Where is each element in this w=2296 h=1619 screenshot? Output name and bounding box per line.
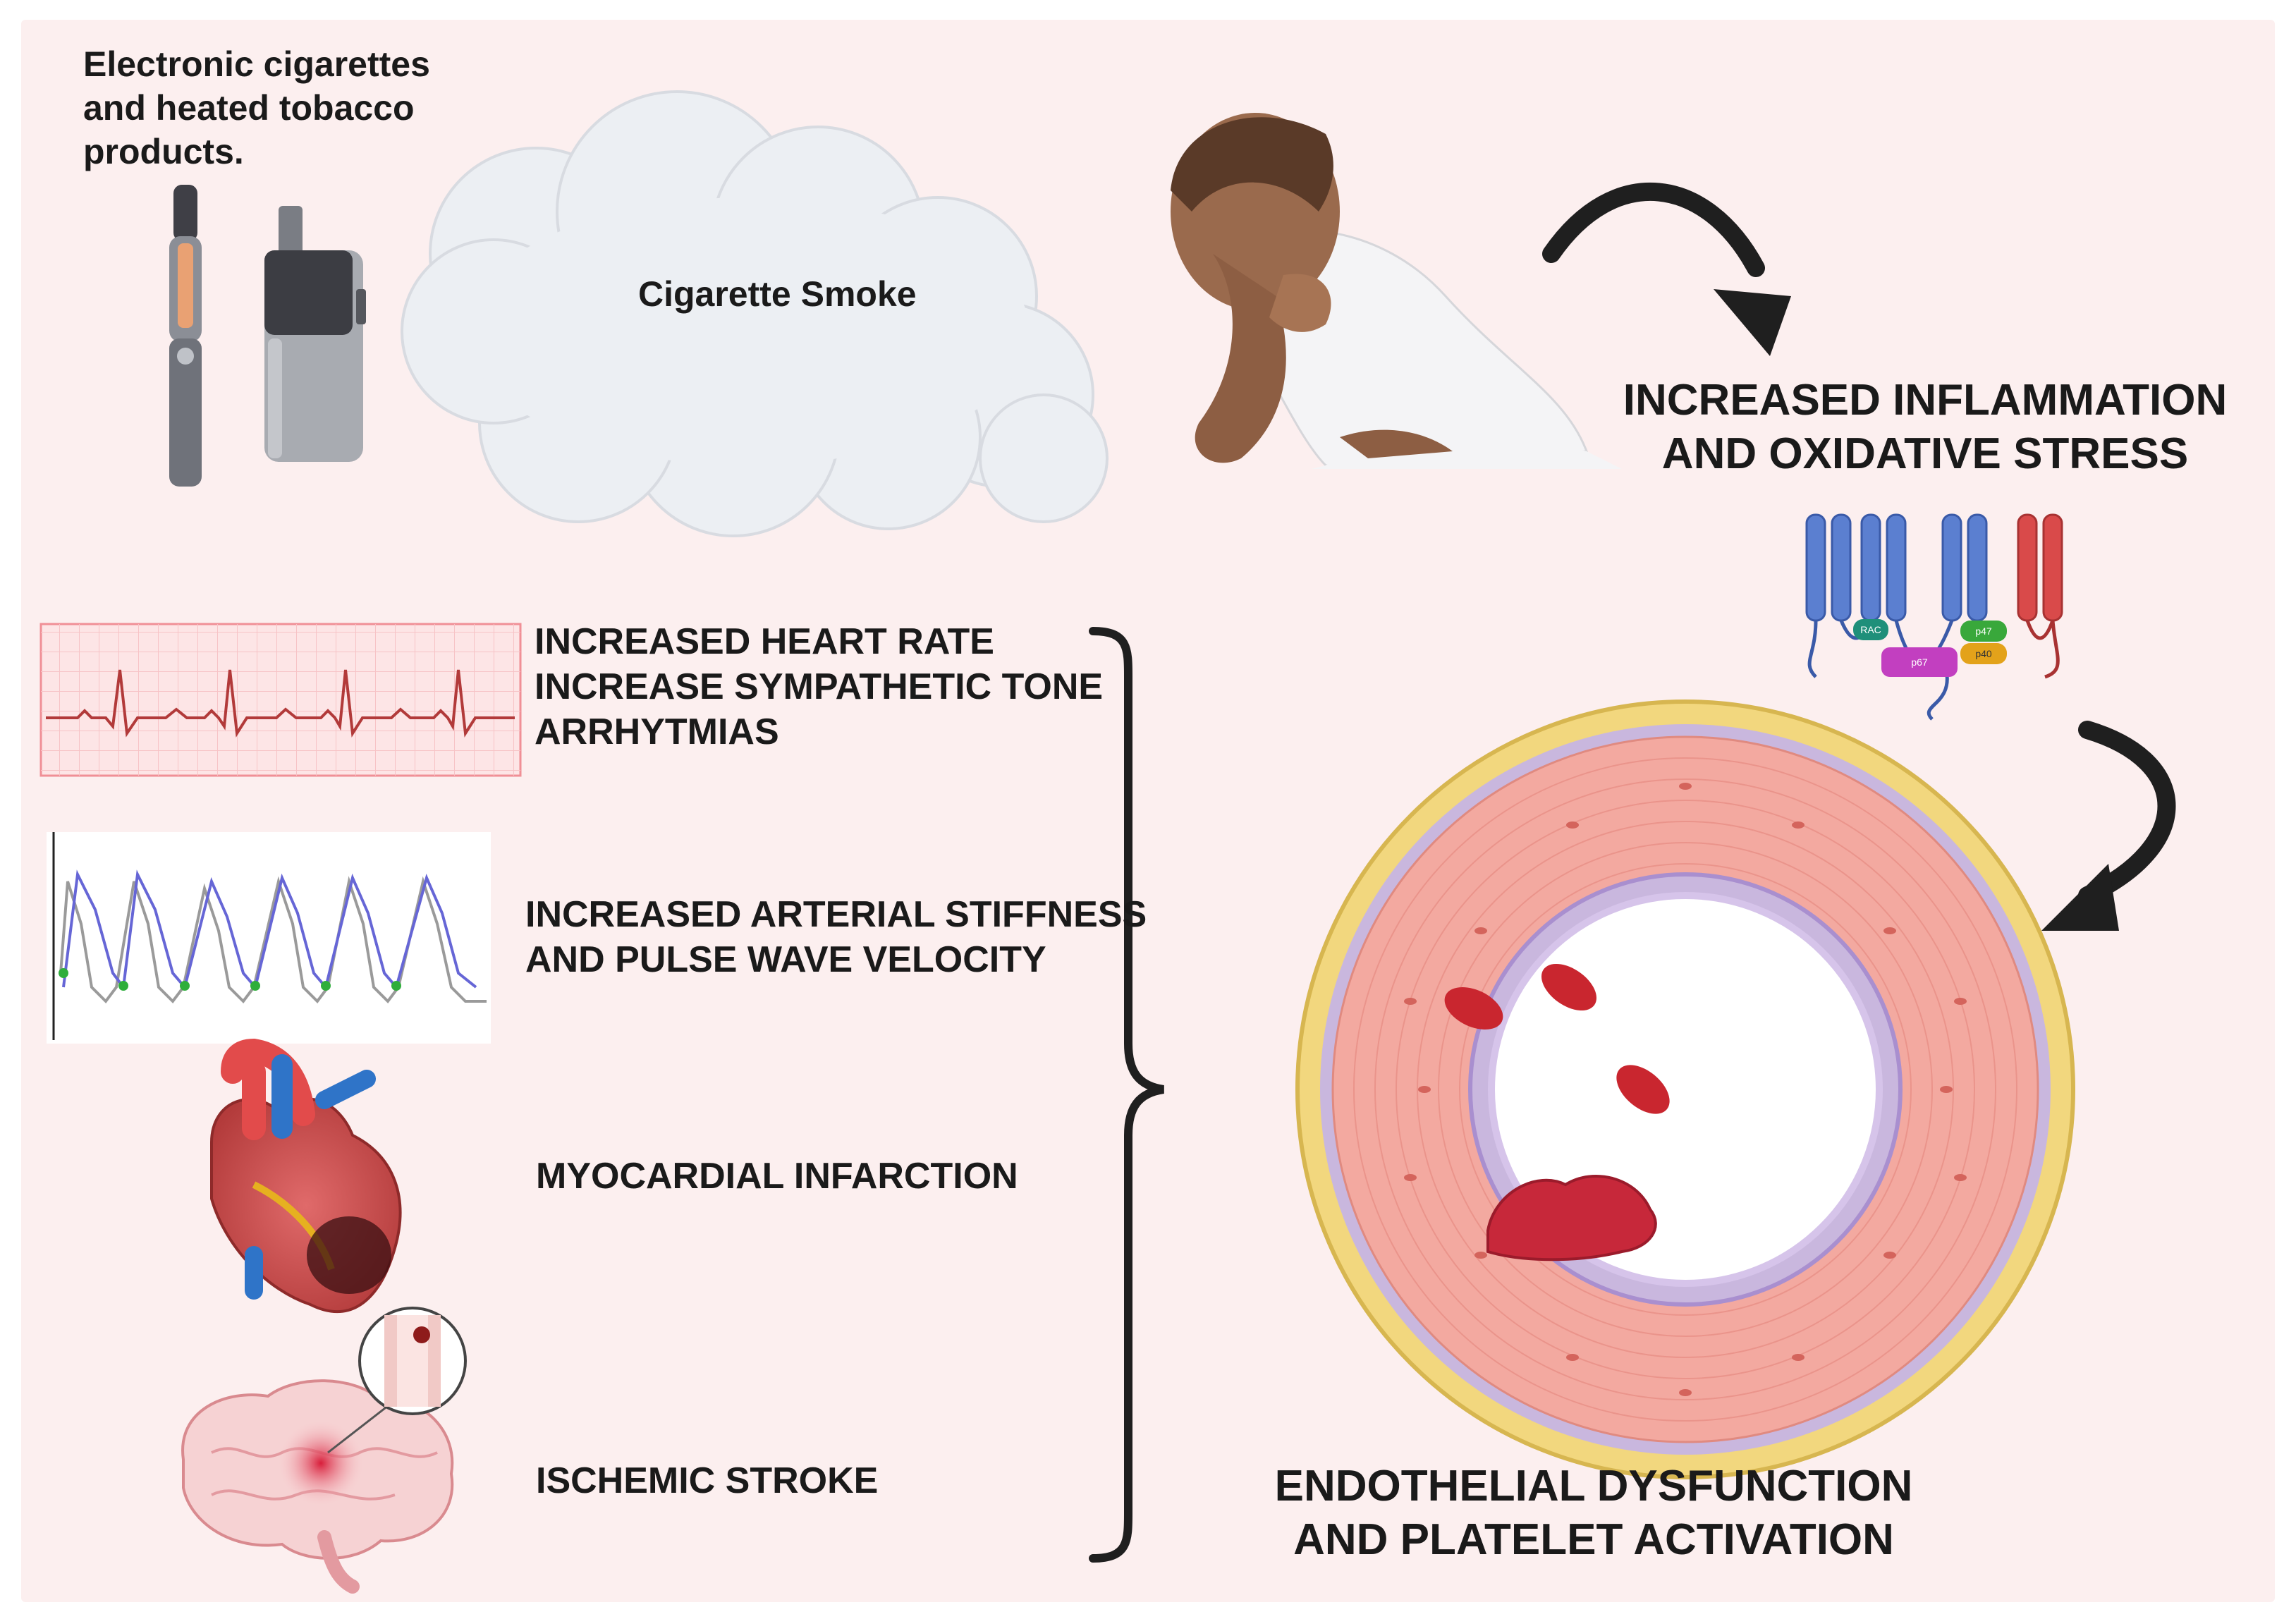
heart-icon: [210, 1038, 402, 1313]
effect-text-line: ARRHYTMIAS: [535, 711, 779, 752]
devices-caption-line: and heated tobacco: [83, 88, 415, 128]
inflammation-label-line: INCREASED INFLAMMATION: [1623, 376, 2228, 424]
curved-arrow-icon: [1542, 183, 1791, 356]
devices-caption: Electronic cigarettes and heated tobacco…: [83, 42, 430, 173]
pulse-wave-icon: [47, 832, 491, 1044]
effect-text-line: INCREASE SYMPATHETIC TONE: [535, 666, 1104, 707]
nadph-oxidase-receptor-icon: RAC p67 p47 p40: [1805, 513, 2063, 721]
effect-text-line: MYOCARDIAL INFARCTION: [536, 1156, 1018, 1197]
ecg-icon: [39, 623, 522, 777]
p67-label: p67: [1911, 656, 1928, 668]
brain-icon: [181, 1307, 467, 1594]
effect-text-line: INCREASED HEART RATE: [535, 621, 994, 662]
curly-bracket: [1089, 627, 1165, 1563]
coughing-person-icon: [1171, 113, 1622, 469]
outcome-label: ENDOTHELIAL DYSFUNCTION AND PLATELET ACT…: [1241, 1460, 1946, 1567]
effect-text-line: AND PULSE WAVE VELOCITY: [525, 939, 1046, 980]
effect-arterial-stiffness-text: INCREASED ARTERIAL STIFFNESS AND PULSE W…: [525, 892, 1147, 982]
effect-heart-rate-text: INCREASED HEART RATE INCREASE SYMPATHETI…: [535, 619, 1103, 754]
e-cigarette-pen-icon: [169, 185, 202, 487]
effect-text-line: ISCHEMIC STROKE: [536, 1460, 879, 1501]
effect-myocardial-infarction-text: MYOCARDIAL INFARCTION: [536, 1154, 1018, 1199]
effect-text-line: INCREASED ARTERIAL STIFFNESS: [525, 894, 1147, 935]
p47-label: p47: [1975, 625, 1992, 637]
p40-label: p40: [1975, 648, 1992, 659]
artery-cross-section-icon: [1295, 699, 2075, 1479]
devices-caption-line: Electronic cigarettes: [83, 44, 430, 84]
inflammation-label-line: AND OXIDATIVE STRESS: [1661, 429, 2189, 478]
smoke-label: Cigarette Smoke: [638, 274, 917, 314]
outcome-label-line: AND PLATELET ACTIVATION: [1293, 1515, 1894, 1564]
heated-tobacco-device-icon: [264, 206, 366, 462]
rac-label: RAC: [1860, 624, 1881, 635]
devices-caption-line: products.: [83, 132, 244, 171]
effect-ischemic-stroke-text: ISCHEMIC STROKE: [536, 1458, 878, 1503]
inflammation-label: INCREASED INFLAMMATION AND OXIDATIVE STR…: [1594, 374, 2257, 481]
curved-arrow-icon: [2041, 721, 2176, 931]
outcome-label-line: ENDOTHELIAL DYSFUNCTION: [1274, 1462, 1913, 1510]
